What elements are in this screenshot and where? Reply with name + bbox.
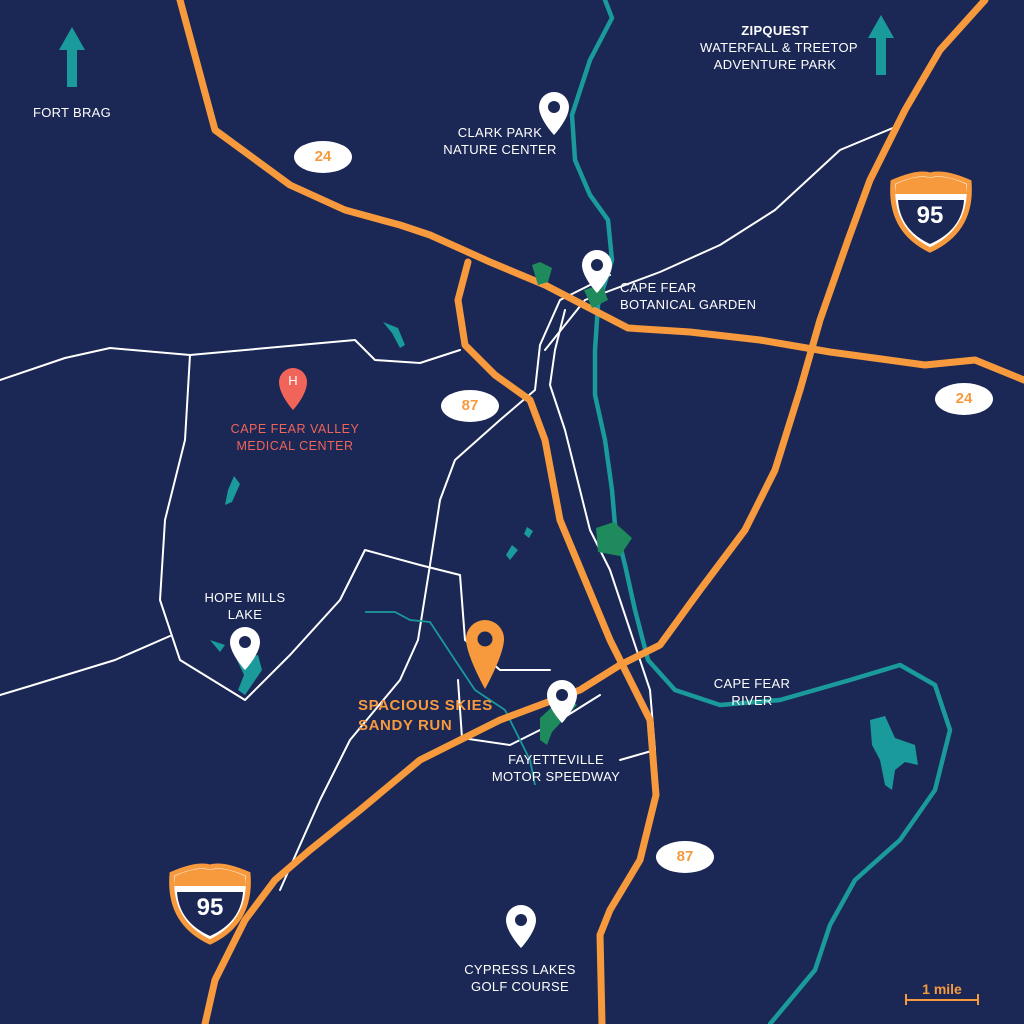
river-label: CAPE FEAR RIVER [713, 676, 791, 708]
highway-24 [176, 0, 1024, 384]
pond [225, 476, 240, 505]
road-west-arterial [0, 339, 461, 381]
pond [524, 527, 533, 538]
hospital-label: CAPE FEAR VALLEY MEDICAL CENTER [230, 422, 360, 453]
home-label: SPACIOUS SKIES SANDY RUN [358, 697, 493, 734]
local-roads [0, 124, 901, 891]
park-area [532, 262, 552, 285]
map-pin-icon [582, 250, 612, 293]
botanical-garden-label: CAPE FEAR BOTANICAL GARDEN [620, 280, 757, 312]
road-inner-loop [549, 309, 656, 761]
highway-87 [454, 258, 660, 1024]
pond [870, 716, 918, 790]
interstate-95-shield-south [169, 863, 251, 945]
zipquest-label: ZIPQUEST WATERFALL & TREETOP ADVENTURE P… [700, 23, 858, 72]
road-southwest [0, 635, 171, 696]
cape-fear-river [569, 0, 953, 1024]
map-pin-icon [547, 680, 577, 723]
road-west-loop [159, 354, 551, 701]
cypress-lakes-label: CYPRESS LAKES GOLF COURSE [464, 962, 576, 994]
clark-park-label: CLARK PARK NATURE CENTER [443, 125, 557, 157]
creek [365, 611, 536, 786]
pond [506, 545, 518, 560]
map-pin-icon [539, 92, 569, 135]
park-areas [210, 262, 918, 790]
map-pin-icon [506, 905, 536, 948]
route-87-badge-south: 87 [656, 841, 714, 873]
park-area [584, 284, 608, 308]
north-arrow-icon [868, 15, 894, 75]
scale-label: 1 mile [922, 981, 962, 997]
pond [210, 640, 225, 652]
route-24-badge-west: 24 [294, 141, 352, 173]
interstate-95 [201, 0, 989, 1024]
interstate-95-number-north: 95 [916, 202, 944, 229]
hope-mills-label: HOPE MILLS LAKE [204, 590, 286, 622]
pond [383, 322, 405, 348]
route-24-badge-east: 24 [935, 383, 993, 415]
road-diagonal-center [279, 274, 611, 891]
north-arrow-icon [59, 27, 85, 87]
interstate-95-number-south: 95 [196, 894, 224, 921]
road-center-loop [544, 124, 901, 351]
home-pin-icon [466, 620, 504, 689]
park-area [596, 522, 632, 556]
hospital-pin-icon [279, 368, 307, 410]
interstate-95-shield-north [890, 171, 972, 253]
fort-brag-label: FORT BRAG [32, 105, 112, 120]
hospital-pin-letter: H [288, 373, 298, 388]
road-speedway-loop [457, 679, 601, 746]
map-pin-icon [230, 627, 260, 670]
speedway-label: FAYETTEVILLE MOTOR SPEEDWAY [491, 752, 621, 784]
scale-bar [905, 994, 979, 1005]
route-87-badge-north: 87 [441, 390, 499, 422]
